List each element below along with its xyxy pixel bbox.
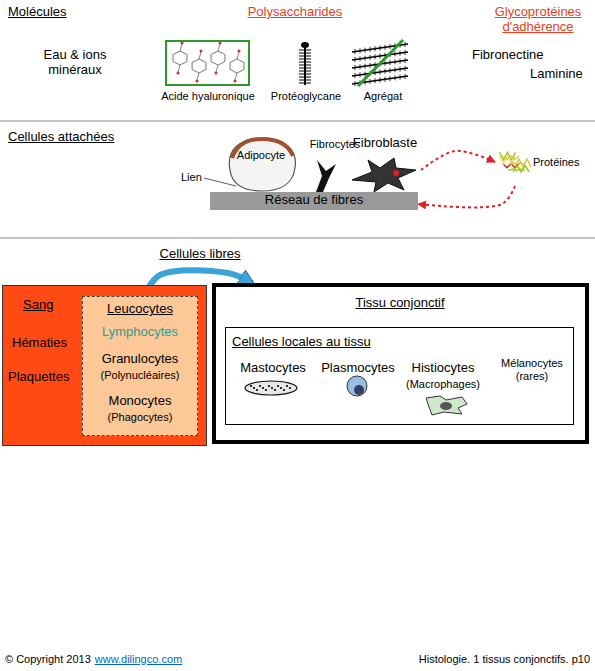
page-footer: Histologie. 1 tissus conjonctifs. p10 <box>419 653 590 666</box>
node-text: (Polynucléaires) <box>101 369 180 382</box>
node-text: (Phagocytes) <box>108 411 173 424</box>
separator-line <box>0 121 595 122</box>
section-heading: Polysaccharides <box>248 5 343 20</box>
node-title: Fibrocytes <box>310 138 361 151</box>
node-text: Plaquettes <box>8 370 69 385</box>
fibroblast-node: Fibroblaste <box>349 136 421 192</box>
mastocyte-cell <box>245 381 297 395</box>
section-heading: Glycoprotéines d'adhérence <box>479 5 595 35</box>
histiocyte-cell <box>426 396 467 415</box>
node-text: Hématies <box>12 336 67 351</box>
node-title: Protéines <box>533 156 579 169</box>
connective-tissue-box: Tissu conjonctifCellules locales au tiss… <box>212 283 589 444</box>
part-label: Lien <box>181 171 202 184</box>
leader-line <box>204 178 236 186</box>
molecule-label: Laminine <box>530 67 583 82</box>
plasmocyte-cell <box>347 376 367 396</box>
node-title: Acide hyaluronique <box>161 90 255 103</box>
node-text: Granulocytes <box>102 352 179 367</box>
molecule-label: Eau & ions minéraux <box>29 48 121 78</box>
molecule-label: Agrégat <box>364 90 403 103</box>
dotted-arrow <box>418 186 515 207</box>
copyright-note: © Copyright 2013 <box>5 653 91 666</box>
section-heading: Cellules attachées <box>8 130 114 145</box>
molecule-box: Acide hyaluronique <box>165 40 250 86</box>
node-text: Mélanocytes (rares) <box>494 357 570 382</box>
node-text: Lymphocytes <box>102 325 178 340</box>
fibroblast-cell <box>352 158 416 192</box>
edge-label: Cellules libres <box>160 247 241 262</box>
blood-box: SangHématiesPlaquettes LeucocytesLymphocy… <box>2 285 207 446</box>
node-text: Histiocytes <box>412 361 475 376</box>
fiber-network-bar: Réseau de fibres <box>210 192 418 210</box>
dotted-arrow <box>421 151 495 170</box>
website-link: www.dilingco.com <box>95 653 182 666</box>
adipocyte-cell <box>229 138 295 191</box>
node-text: Plasmocytes <box>321 361 395 376</box>
node-title: Fibroblaste <box>353 136 417 151</box>
molecule-label: Fibronectine <box>472 48 544 63</box>
fibrocyte-cell <box>316 160 336 192</box>
node-title: Cellules locales au tissu <box>232 335 371 350</box>
adipocyte-node: Adipocyte <box>226 138 296 191</box>
node-text: Monocytes <box>109 394 172 409</box>
node-title: Réseau de fibres <box>265 193 363 208</box>
separator-line <box>0 238 595 239</box>
node-text: Mastocytes <box>240 361 306 376</box>
section-heading: Molécules <box>8 5 67 20</box>
aggregate-icon <box>352 40 408 86</box>
node-title: Adipocyte <box>237 149 285 162</box>
node-text: (Macrophages) <box>406 378 480 391</box>
local-cells-box: Cellules locales au tissuMastocytes Plasm… <box>225 327 574 425</box>
leukocyte-box: LeucocytesLymphocytesGranulocytes (Polynu… <box>82 296 198 436</box>
protein-node: Protéines <box>495 142 589 186</box>
proteoglycan-icon <box>299 42 311 85</box>
molecule-label: Protéoglycane <box>271 90 341 103</box>
protein-icon <box>499 152 531 172</box>
node-title: Sang <box>23 298 53 313</box>
molecule-drawing <box>173 42 244 83</box>
node-title: Leucocytes <box>107 302 173 317</box>
node-title: Tissu conjonctif <box>355 296 444 311</box>
